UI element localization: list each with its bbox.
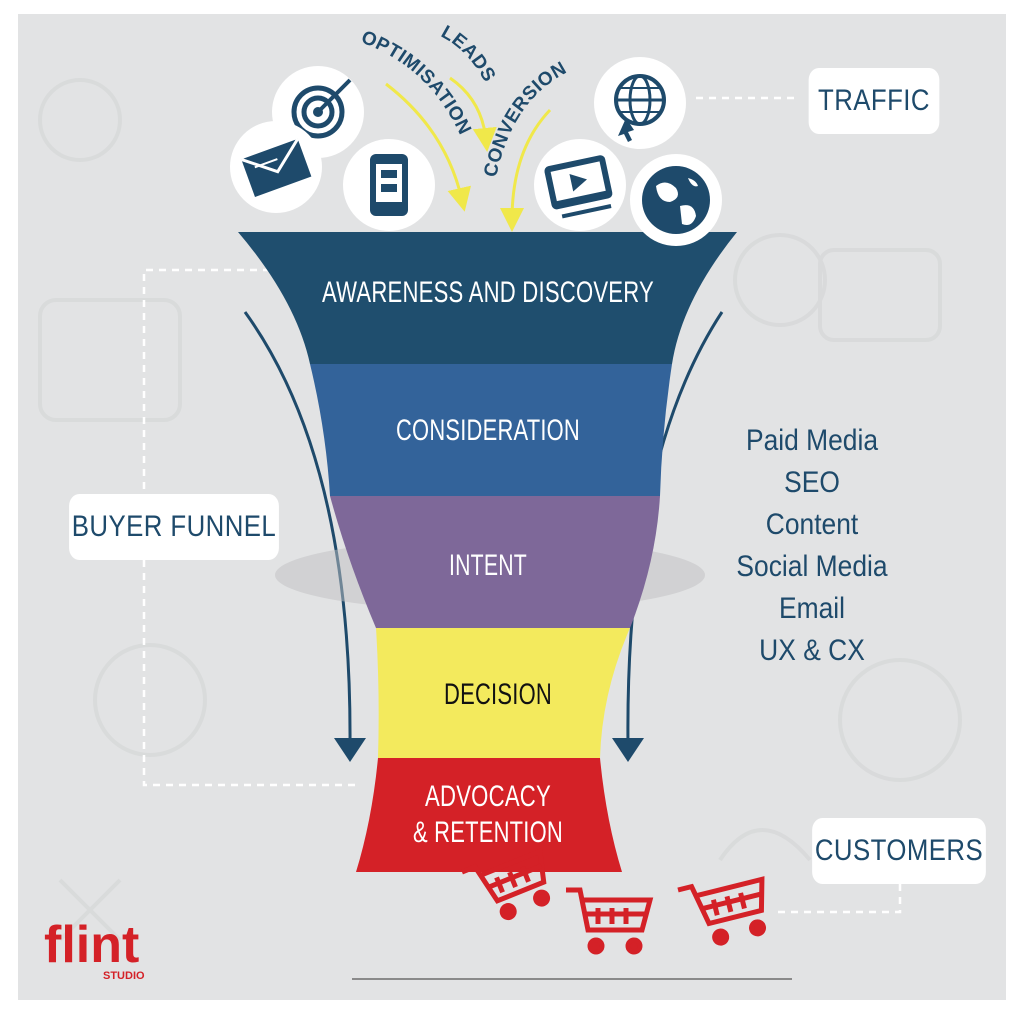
funnel-stage-decision <box>376 628 630 758</box>
stage-label-intent: INTENT <box>449 549 527 582</box>
stage-label-advocacy: ADVOCACY <box>425 780 551 813</box>
traffic-label: TRAFFIC <box>818 84 930 117</box>
channel-item: Email <box>778 592 845 625</box>
mobile-phone-icon <box>343 139 435 231</box>
stage-label-awareness: AWARENESS AND DISCOVERY <box>322 276 654 309</box>
earth-globe-icon <box>630 154 722 246</box>
logo-subtitle: STUDIO <box>103 970 145 982</box>
customers-label: CUSTOMERS <box>814 834 984 867</box>
channel-item: Paid Media <box>745 424 879 457</box>
background-doodles <box>38 78 962 942</box>
buyer-funnel-label: BUYER FUNNEL <box>71 510 277 543</box>
funnel-stage-advocacy <box>356 758 622 872</box>
shopping-cart-icon <box>461 847 551 921</box>
stage-label-retention: & RETENTION <box>413 816 563 849</box>
shopping-cart-icon <box>677 876 767 946</box>
stage-label-decision: DECISION <box>444 678 552 711</box>
funnel-stage-consideration <box>310 364 672 496</box>
channel-item: SEO <box>784 466 840 499</box>
customers-callout: CUSTOMERS <box>812 818 986 884</box>
shopping-cart-icon <box>566 887 654 955</box>
channel-item: Social Media <box>736 550 888 583</box>
envelope-icon <box>230 121 322 213</box>
channel-list: Paid Media SEO Content Social Media Emai… <box>712 420 912 672</box>
funnel-stage-intent <box>330 496 660 628</box>
dashed-connectors <box>142 96 902 914</box>
logo-wordmark: flint <box>44 916 139 974</box>
video-player-icon <box>534 139 626 231</box>
stage-label-consideration: CONSIDERATION <box>396 414 580 447</box>
globe-cursor-icon <box>594 57 686 149</box>
buyer-funnel-callout: BUYER FUNNEL <box>69 494 279 560</box>
traffic-callout: TRAFFIC <box>808 68 940 134</box>
right-arrowhead <box>612 738 644 762</box>
left-arrowhead <box>334 738 366 762</box>
channel-item: Content <box>765 508 859 541</box>
channel-item: UX & CX <box>759 634 865 667</box>
flow-arrows <box>385 76 552 232</box>
flint-studio-logo: flint STUDIO <box>44 916 145 982</box>
funnel-stage-awareness <box>238 232 737 364</box>
